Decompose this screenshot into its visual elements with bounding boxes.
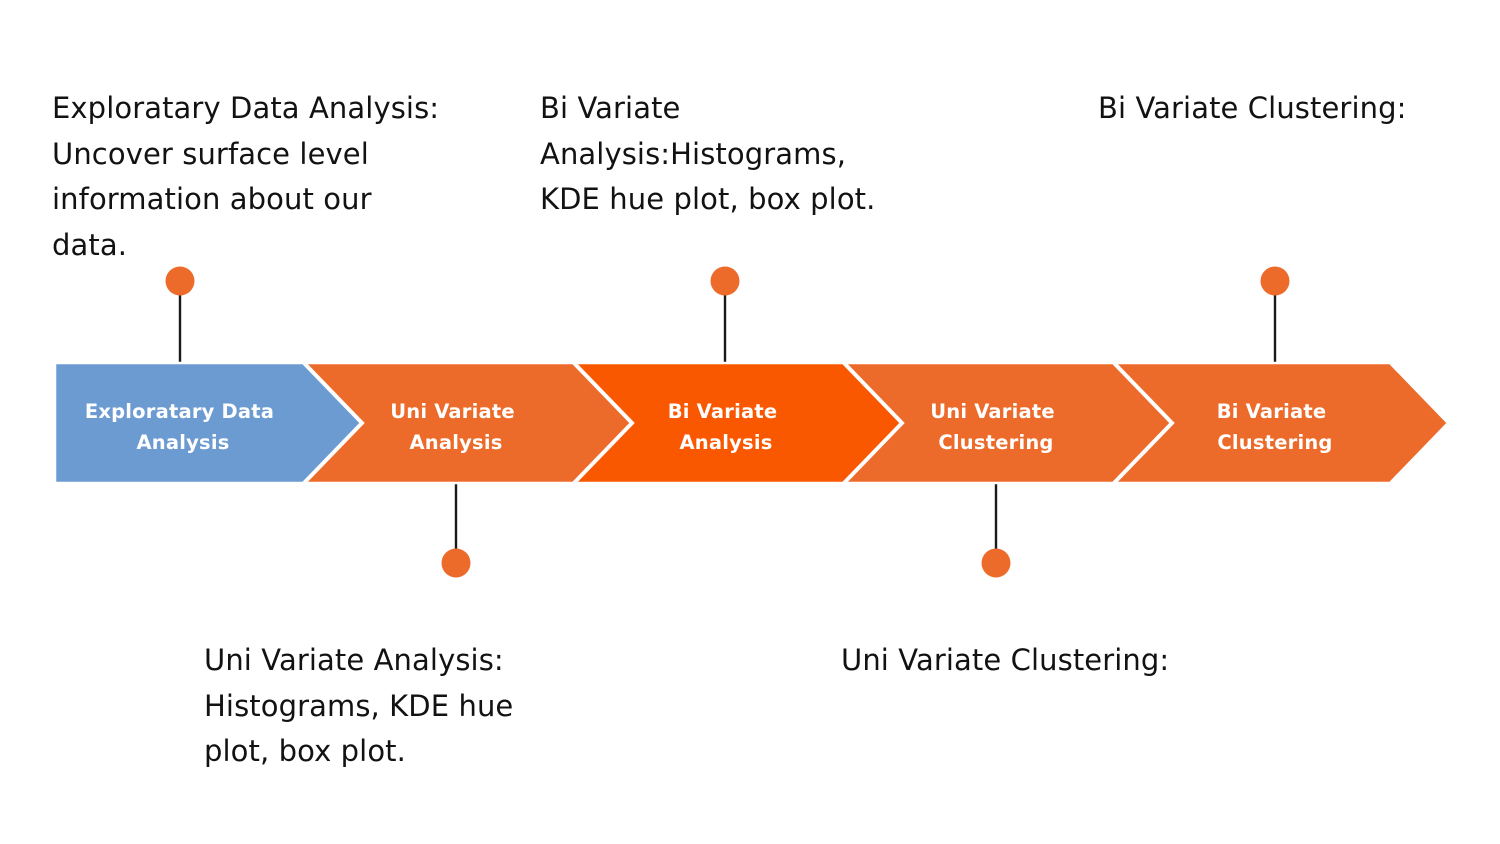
callout-text-stage-2: Uni Variate Analysis: Histograms, KDE hu… bbox=[204, 643, 523, 768]
connector-dot-stage-1[interactable] bbox=[165, 266, 195, 296]
callout-text-stage-4: Uni Variate Clustering: bbox=[841, 643, 1170, 677]
stage-shape-2[interactable] bbox=[302, 361, 633, 485]
connector-dot-stage-3[interactable] bbox=[710, 266, 740, 296]
stage-label-1: Exploratary Data Analysis bbox=[85, 400, 281, 454]
stage-label-3: Bi Variate Analysis bbox=[668, 400, 785, 454]
callout-text-stage-1: Exploratary Data Analysis: Uncover surfa… bbox=[52, 91, 449, 262]
stage-shapes bbox=[53, 361, 1450, 485]
connector-dot-stage-4[interactable] bbox=[981, 548, 1011, 578]
stage-shape-4[interactable] bbox=[842, 361, 1173, 485]
connector-dot-stage-2[interactable] bbox=[441, 548, 471, 578]
stage-labels: Exploratary Data Analysis Uni Variate An… bbox=[85, 400, 1333, 454]
stage-shape-3[interactable] bbox=[572, 361, 903, 485]
stage-label-5: Bi Variate Clustering bbox=[1217, 400, 1334, 454]
connector-dot-stage-5[interactable] bbox=[1260, 266, 1290, 296]
stage-label-2: Uni Variate Analysis bbox=[390, 400, 522, 454]
stage-shape-5[interactable] bbox=[1112, 361, 1450, 485]
callout-text-stage-3: Bi Variate Analysis:Histograms, KDE hue … bbox=[540, 91, 876, 216]
connector-dots bbox=[165, 266, 1290, 578]
stage-shape-1[interactable] bbox=[53, 361, 363, 485]
stage-label-4: Uni Variate Clustering bbox=[930, 400, 1062, 454]
callout-text-stage-5: Bi Variate Clustering: bbox=[1098, 91, 1407, 125]
